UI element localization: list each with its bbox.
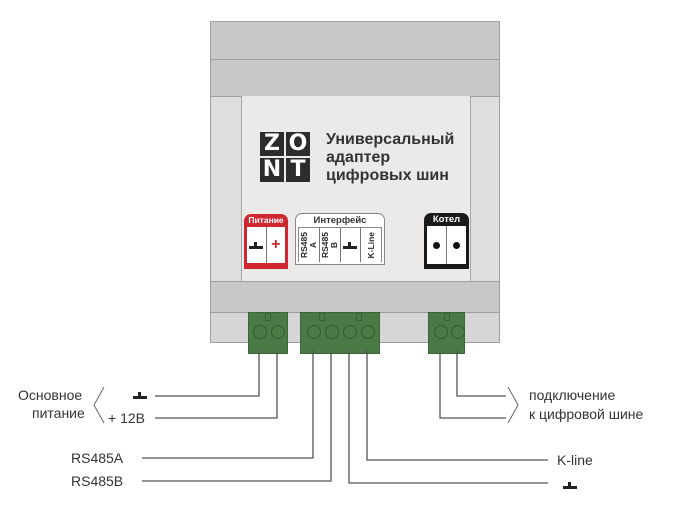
zont-logo: Z O N T [260, 132, 310, 182]
wire-plus-12v [155, 350, 278, 419]
contact-dot-icon [433, 241, 440, 249]
device-second-band [210, 59, 500, 97]
logo-letter-o: O [286, 132, 310, 156]
kline-label: K-line [557, 452, 593, 468]
boiler-contact-cell [447, 226, 466, 264]
screw-icon [325, 325, 339, 339]
wire-ground-power [155, 350, 260, 397]
power-plus-cell: + [267, 227, 286, 263]
screw-icon [434, 325, 448, 339]
main-power-label-line1: Основное [18, 387, 83, 403]
screw-icon [343, 325, 357, 339]
interface-ground-cell [341, 228, 362, 262]
interface-rs485b-cell: RS485 B [320, 228, 341, 262]
plus-12v-label: + 12В [108, 410, 145, 426]
screw-icon [451, 325, 465, 339]
device-title-line: адаптер [326, 149, 391, 166]
logo-letter-t: T [286, 158, 310, 182]
wire-bus-1 [439, 350, 506, 419]
ground-icon [343, 241, 358, 249]
screw-icon [271, 325, 285, 339]
wire-rs485b [142, 350, 332, 482]
interface-terminal-block [300, 312, 380, 354]
rs485b-label: RS485B [71, 473, 124, 489]
device-title-line: Универсальный [326, 131, 455, 148]
boiler-contact-cell [427, 226, 447, 264]
logo-letter-z: Z [260, 132, 284, 156]
screw-icon [361, 325, 375, 339]
ground-icon [249, 241, 264, 249]
power-ground-cell [247, 227, 267, 263]
bracket-right [507, 386, 519, 424]
wire-kline [366, 350, 548, 461]
wire-rs485a [142, 350, 314, 459]
power-terminal-block [248, 312, 288, 354]
bus-label-line1: подключение [529, 387, 616, 403]
main-power-label-line2: питание [32, 405, 85, 421]
boiler-panel-label: Котел [432, 214, 461, 225]
ground-icon [563, 482, 577, 489]
boiler-terminal-block [428, 312, 465, 354]
device-top-band [210, 21, 500, 60]
device-title-line: цифровых шин [326, 167, 449, 184]
bracket-left [93, 386, 105, 424]
wire-bus-2 [456, 350, 506, 397]
interface-panel: Интерфейс RS485 A RS485 B K-Line [295, 213, 385, 265]
bus-label-line2: к цифровой шине [529, 406, 644, 422]
screw-icon [307, 325, 321, 339]
power-panel: Питание + [244, 214, 288, 269]
device-title: Универсальный адаптер цифровых шин [326, 131, 454, 185]
interface-panel-label: Интерфейс [313, 215, 367, 226]
ground-icon [133, 392, 147, 399]
rs485a-label: RS485A [71, 450, 124, 466]
wire-ground-interface [348, 350, 548, 484]
contact-dot-icon [453, 241, 460, 249]
screw-icon [253, 325, 267, 339]
logo-letter-n: N [260, 158, 284, 182]
power-panel-label: Питание [248, 215, 284, 225]
plus-icon: + [271, 236, 281, 253]
interface-rs485a-cell: RS485 A [299, 228, 320, 262]
boiler-panel: Котел [424, 213, 469, 269]
